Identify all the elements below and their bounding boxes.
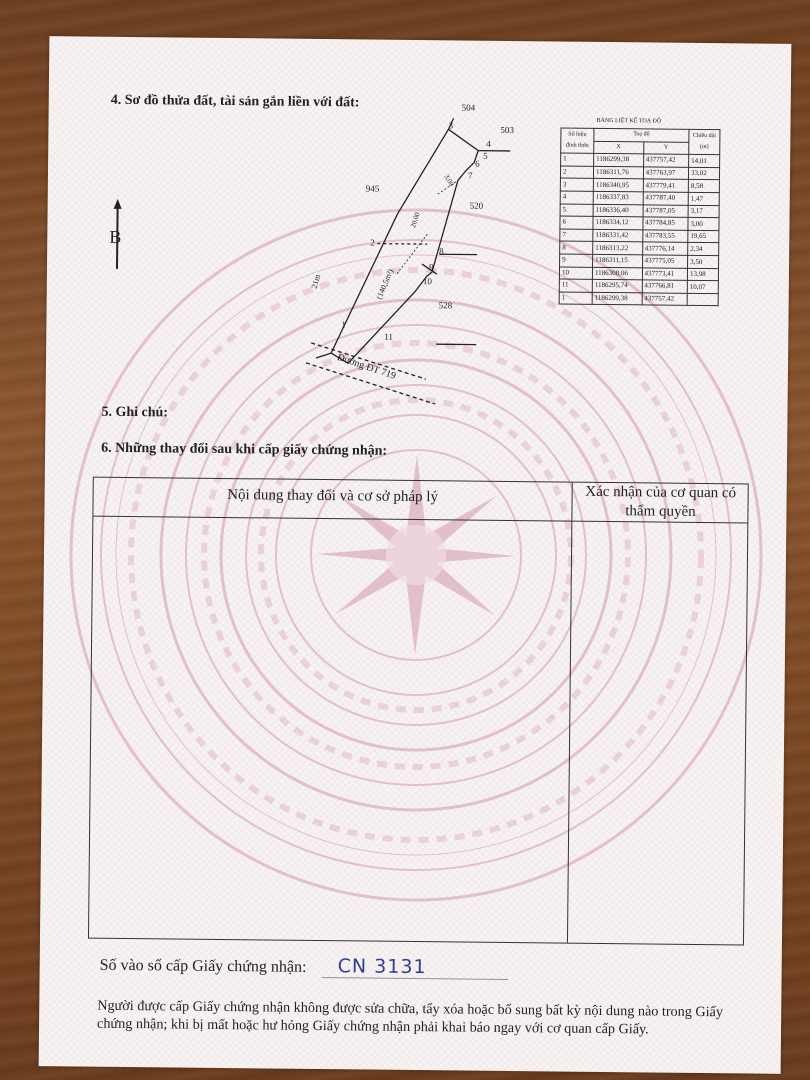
point-7: 7 bbox=[467, 170, 473, 181]
section-6-heading: 6. Những thay đổi sau khi cấp giấy chứng… bbox=[101, 440, 388, 459]
coord-y: 437776,14 bbox=[642, 242, 688, 256]
coord-y: 437787,05 bbox=[642, 204, 689, 218]
coord-point: 9 bbox=[559, 253, 593, 267]
coord-point: 10 bbox=[559, 266, 593, 280]
coord-x: 1186311,76 bbox=[593, 166, 644, 180]
changes-table: Nội dung thay đổi và cơ sở pháp lý Xác n… bbox=[87, 476, 749, 946]
coord-x: 1186295,74 bbox=[592, 279, 643, 293]
coord-length: 19,65 bbox=[687, 230, 719, 244]
coord-header-x: X bbox=[593, 140, 644, 155]
parcel-diagram bbox=[305, 118, 511, 405]
registry-number: CN 3131 bbox=[337, 955, 427, 979]
coord-point: 8 bbox=[559, 241, 593, 255]
coord-length: 2,34 bbox=[687, 242, 719, 256]
changes-col-confirmation: Xác nhận của cơ quan có thẩm quyền bbox=[573, 483, 747, 523]
coord-x: 1186299,38 bbox=[593, 153, 644, 167]
coord-length: 10,07 bbox=[687, 280, 719, 294]
coord-x: 1186334,12 bbox=[592, 216, 643, 230]
coord-x: 1186313,22 bbox=[592, 241, 643, 255]
certificate-page: 4. Sơ đồ thửa đất, tài sản gắn liền với … bbox=[38, 36, 792, 1074]
coord-x: 1186331,42 bbox=[592, 229, 643, 243]
coord-length: 13,98 bbox=[687, 267, 719, 281]
registry-label: Số vào sổ cấp Giấy chứng nhận: bbox=[99, 956, 307, 976]
parcel-504: 504 bbox=[461, 102, 476, 113]
coord-length: 3,50 bbox=[687, 255, 719, 269]
section-5-heading: 5. Ghi chú: bbox=[101, 404, 169, 421]
coord-length: 3,17 bbox=[688, 204, 720, 218]
coord-table-title: BẢNG LIỆT KÊ TOẠ ĐỘ bbox=[596, 117, 662, 125]
north-label: B bbox=[109, 226, 122, 247]
coord-x: 1186311,15 bbox=[592, 254, 643, 268]
north-arrow-icon bbox=[113, 198, 122, 269]
coord-y: 437783,55 bbox=[642, 229, 688, 243]
coord-header-coords: Toạ độ bbox=[593, 128, 689, 142]
coord-header-length: Chiều dài (m) bbox=[688, 129, 720, 155]
changes-col-confirmation-line1: Xác nhận của cơ quan có bbox=[585, 483, 737, 502]
coord-point: 2 bbox=[560, 165, 594, 179]
changes-col-confirmation-line2: thẩm quyền bbox=[625, 503, 696, 520]
coord-length: 8,58 bbox=[688, 179, 720, 193]
coord-x: 1186340,95 bbox=[593, 178, 644, 192]
coord-length: 1,47 bbox=[688, 192, 720, 206]
coord-y: 437784,85 bbox=[642, 217, 689, 231]
coord-point: 4 bbox=[560, 190, 594, 204]
footer-note: Người được cấp Giấy chứng nhận không đượ… bbox=[96, 997, 724, 1038]
coord-y: 437757,42 bbox=[641, 292, 688, 306]
parcel-520: 520 bbox=[469, 200, 484, 211]
coord-y: 437779,41 bbox=[642, 179, 689, 193]
point-8: 8 bbox=[439, 246, 444, 257]
point-10: 10 bbox=[422, 276, 432, 287]
coord-y: 437773,41 bbox=[642, 267, 688, 281]
parcel-945: 945 bbox=[365, 183, 380, 194]
point-2: 2 bbox=[370, 237, 375, 248]
coord-x: 1186308,06 bbox=[592, 266, 643, 280]
coord-table: Số hiệu đỉnh thửa Toạ độ Chiều dài (m) X… bbox=[559, 128, 721, 307]
coord-length bbox=[687, 293, 719, 306]
drum-watermark bbox=[69, 208, 763, 902]
coord-y: 437766,81 bbox=[641, 279, 688, 294]
point-9: 9 bbox=[428, 262, 434, 273]
coord-length: 33,02 bbox=[688, 167, 720, 181]
coord-length: 3,00 bbox=[687, 217, 720, 231]
coord-y: 437775,05 bbox=[642, 254, 688, 268]
coord-point: 7 bbox=[559, 228, 593, 242]
point-1: 1 bbox=[341, 319, 346, 330]
coord-y: 437757,42 bbox=[643, 154, 689, 168]
coord-y: 437763,97 bbox=[643, 166, 689, 180]
point-3: 3 bbox=[448, 120, 454, 131]
coord-length: 14,01 bbox=[688, 154, 720, 168]
coord-x: 1186337,83 bbox=[593, 191, 643, 205]
coord-header-y: Y bbox=[643, 141, 689, 155]
point-5: 5 bbox=[483, 150, 488, 161]
coord-point: 6 bbox=[559, 216, 594, 230]
point-11: 11 bbox=[384, 331, 394, 342]
coord-point: 1 bbox=[560, 153, 594, 167]
coord-point: 5 bbox=[560, 203, 594, 217]
changes-table-column-divider bbox=[566, 482, 573, 943]
changes-col-content: Nội dung thay đổi và cơ sở pháp lý bbox=[227, 487, 439, 506]
coord-point: 11 bbox=[559, 279, 593, 293]
coord-point: 1 bbox=[559, 291, 593, 305]
coord-y: 437787,40 bbox=[642, 191, 689, 205]
coord-point: 3 bbox=[560, 178, 594, 192]
point-6: 6 bbox=[475, 158, 480, 169]
parcel-503: 503 bbox=[500, 124, 515, 136]
coord-x: 1186336,40 bbox=[593, 203, 643, 218]
coord-x: 1186299,38 bbox=[592, 292, 642, 306]
coord-header-point: Số hiệu đỉnh thửa bbox=[560, 128, 594, 154]
point-4: 4 bbox=[486, 138, 491, 149]
parcel-528: 528 bbox=[438, 300, 453, 311]
